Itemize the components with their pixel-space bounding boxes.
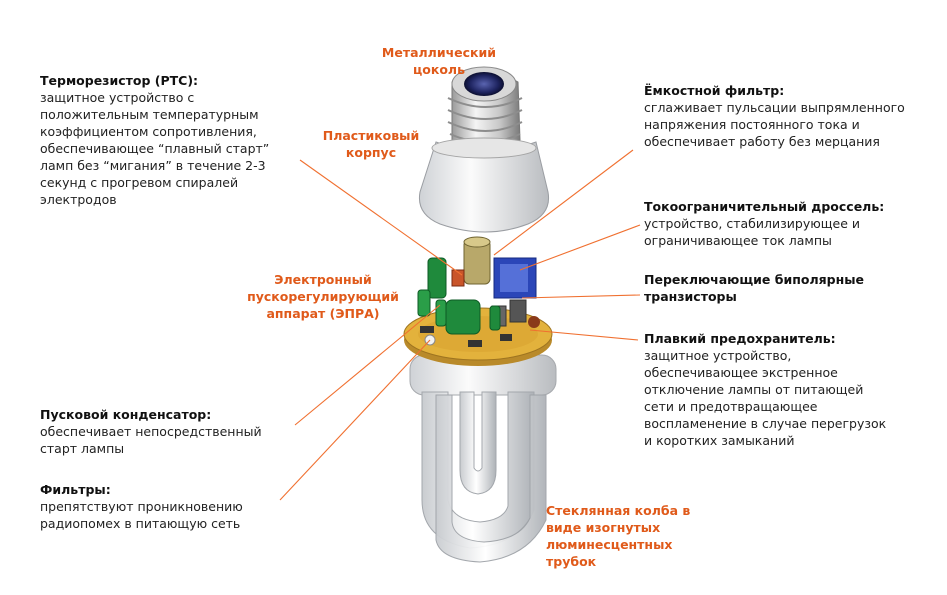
- plastic-body-part: [418, 137, 550, 233]
- leader-capacitive-filter: [493, 149, 634, 256]
- label-plastic-body: Пластиковый корпус: [322, 128, 420, 160]
- note-filters-desc: препятствуют проникновению радиопомех в …: [40, 499, 243, 531]
- note-filters-title: Фильтры:: [40, 482, 111, 497]
- note-ptc-desc: защитное устройство с положительным темп…: [40, 90, 270, 207]
- label-ballast: Электронный пускорегулирующий аппарат (Э…: [247, 272, 399, 321]
- leader-choke: [519, 224, 641, 271]
- note-filters: Фильтры: препятствуют проникновению ради…: [40, 481, 290, 532]
- note-choke: Токоограничительный дроссель: устройство…: [644, 198, 934, 249]
- leader-ptc: [299, 159, 463, 276]
- leader-filters: [279, 339, 431, 501]
- leader-start-capacitor: [294, 304, 441, 426]
- label-glass-bulb: Стеклянная колба в виде изогнутых люмине…: [546, 503, 691, 569]
- note-ptc-thermistor: Терморезистор (PTC): защитное устройство…: [40, 72, 290, 208]
- note-capacitive-filter-title: Ёмкостной фильтр:: [644, 83, 785, 98]
- note-start-capacitor-desc: обеспечивает непосредственный старт ламп…: [40, 424, 262, 456]
- note-transistors-title: Переключающие биполярные транзисторы: [644, 272, 864, 304]
- glass-tubes-part: [409, 354, 557, 563]
- note-choke-desc: устройство, стабилизирующее и ограничива…: [644, 216, 861, 248]
- note-fuse-title: Плавкий предохранитель:: [644, 331, 836, 346]
- note-capacitive-filter-desc: сглаживает пульсации выпрямленного напря…: [644, 100, 905, 149]
- note-start-capacitor-title: Пусковой конденсатор:: [40, 407, 212, 422]
- leader-transistors: [521, 294, 641, 299]
- note-choke-title: Токоограничительный дроссель:: [644, 199, 885, 214]
- note-capacitive-filter: Ёмкостной фильтр: сглаживает пульсации в…: [644, 82, 934, 150]
- circuit-board-part: [403, 236, 553, 366]
- metal-base-part: [447, 66, 523, 150]
- leader-lines: [279, 149, 641, 501]
- note-transistors: Переключающие биполярные транзисторы: [644, 271, 934, 305]
- note-start-capacitor: Пусковой конденсатор: обеспечивает непос…: [40, 406, 290, 457]
- note-fuse: Плавкий предохранитель: защитное устройс…: [644, 330, 934, 449]
- label-metal-base: Металлический цоколь: [381, 45, 497, 77]
- note-ptc-title: Терморезистор (PTC):: [40, 73, 199, 88]
- note-fuse-desc: защитное устройство, обеспечивающее экст…: [644, 348, 887, 448]
- leader-fuse: [529, 329, 639, 341]
